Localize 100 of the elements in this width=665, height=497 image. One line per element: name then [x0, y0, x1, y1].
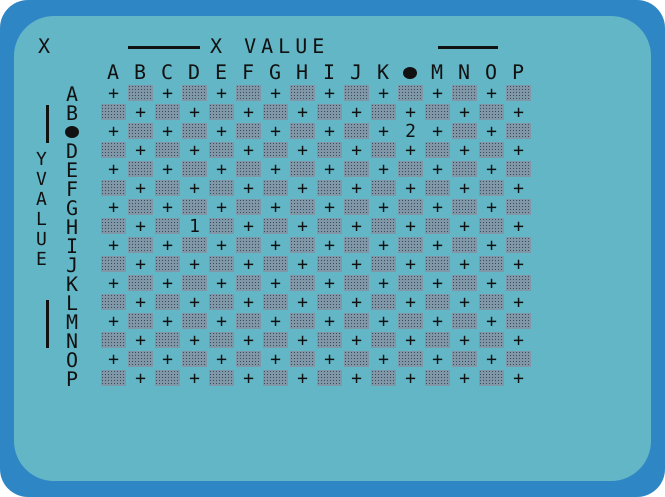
grid-mark: +	[269, 274, 282, 293]
grid-mark: +	[377, 122, 390, 141]
grid-mark: +	[242, 103, 255, 122]
grid-mark: +	[161, 160, 174, 179]
grid-mark: +	[296, 369, 309, 388]
grid-mark: +	[269, 84, 282, 103]
grid-mark: +	[161, 84, 174, 103]
grid-mark: +	[404, 217, 417, 236]
grid-mark: +	[161, 312, 174, 331]
grid-mark: +	[404, 141, 417, 160]
grid-mark: +	[242, 217, 255, 236]
grid-mark: +	[350, 331, 363, 350]
grid-mark: +	[296, 255, 309, 274]
grid-mark: +	[458, 217, 471, 236]
grid-mark: +	[188, 103, 201, 122]
grid-mark: +	[296, 179, 309, 198]
grid-mark: +	[485, 236, 498, 255]
grid-mark: +	[134, 179, 147, 198]
column-header: A	[107, 62, 120, 82]
row-header: F	[66, 179, 78, 199]
column-header: H	[296, 62, 308, 82]
column-header: F	[242, 62, 254, 82]
grid-mark: +	[323, 350, 336, 369]
grid-mark: +	[242, 255, 255, 274]
row-header: E	[66, 160, 78, 180]
grid-mark: +	[404, 369, 417, 388]
column-header: J	[350, 62, 362, 82]
grid-mark: +	[134, 255, 147, 274]
grid-mark: +	[107, 198, 120, 217]
grid-mark: +	[458, 103, 471, 122]
grid-mark: +	[161, 274, 174, 293]
grid-mark: +	[161, 122, 174, 141]
grid-mark: +	[134, 141, 147, 160]
grid-mark: +	[485, 84, 498, 103]
grid-mark: +	[485, 198, 498, 217]
grid-mark: +	[188, 293, 201, 312]
grid-mark: +	[512, 331, 525, 350]
grid-mark: +	[242, 293, 255, 312]
grid-mark: +	[296, 103, 309, 122]
grid-mark: +	[323, 274, 336, 293]
grid-mark: +	[431, 160, 444, 179]
grid-mark: +	[458, 369, 471, 388]
row-header: D	[66, 141, 78, 161]
axis-title: X VALUE	[210, 36, 330, 56]
grid-mark: +	[350, 141, 363, 160]
grid-mark: +	[269, 236, 282, 255]
grid-mark: +	[458, 255, 471, 274]
grid-mark: +	[485, 160, 498, 179]
grid-mark: +	[377, 236, 390, 255]
grid-mark: +	[377, 312, 390, 331]
column-header: M	[431, 62, 444, 82]
grid-mark: +	[485, 122, 498, 141]
column-header: G	[269, 62, 282, 82]
grid-mark: +	[431, 122, 444, 141]
grid-mark: +	[161, 198, 174, 217]
grid-mark: +	[404, 331, 417, 350]
column-header: I	[323, 62, 336, 82]
grid-mark: +	[215, 198, 228, 217]
grid-mark: +	[323, 122, 336, 141]
grid-mark: +	[107, 122, 120, 141]
grid-mark: +	[404, 293, 417, 312]
grid-mark: +	[134, 293, 147, 312]
grid-mark: +	[485, 312, 498, 331]
grid-mark: +	[188, 331, 201, 350]
column-header: B	[134, 62, 146, 82]
grid-mark: +	[134, 331, 147, 350]
grid-mark: +	[107, 274, 120, 293]
grid-mark: +	[134, 217, 147, 236]
grid-mark: +	[215, 350, 228, 369]
row-header: J	[66, 255, 78, 275]
row-header: P	[66, 369, 78, 389]
grid-mark: +	[296, 217, 309, 236]
grid-mark: +	[323, 312, 336, 331]
column-header: D	[188, 62, 200, 82]
grid-mark: +	[458, 331, 471, 350]
grid-mark: +	[350, 293, 363, 312]
grid-mark: +	[485, 350, 498, 369]
grid-mark: +	[512, 179, 525, 198]
grid-mark: +	[377, 84, 390, 103]
row-header: O	[66, 350, 78, 370]
piece-number: 1	[188, 217, 201, 236]
grid-mark: +	[323, 160, 336, 179]
grid-mark: +	[512, 369, 525, 388]
grid-mark: +	[512, 255, 525, 274]
column-header: C	[161, 62, 174, 82]
grid-mark: +	[215, 160, 228, 179]
row-header: H	[66, 217, 78, 237]
row-header: I	[66, 236, 78, 256]
grid-mark: +	[296, 331, 309, 350]
grid-mark: +	[512, 217, 525, 236]
grid-mark: +	[107, 350, 120, 369]
grid-mark: +	[242, 331, 255, 350]
grid-mark: +	[188, 179, 201, 198]
grid-mark: +	[377, 198, 390, 217]
grid-mark: +	[296, 141, 309, 160]
row-header: A	[66, 84, 78, 104]
grid-mark: +	[323, 84, 336, 103]
column-header: K	[377, 62, 390, 82]
grid-mark: +	[215, 122, 228, 141]
grid-mark: +	[107, 84, 120, 103]
